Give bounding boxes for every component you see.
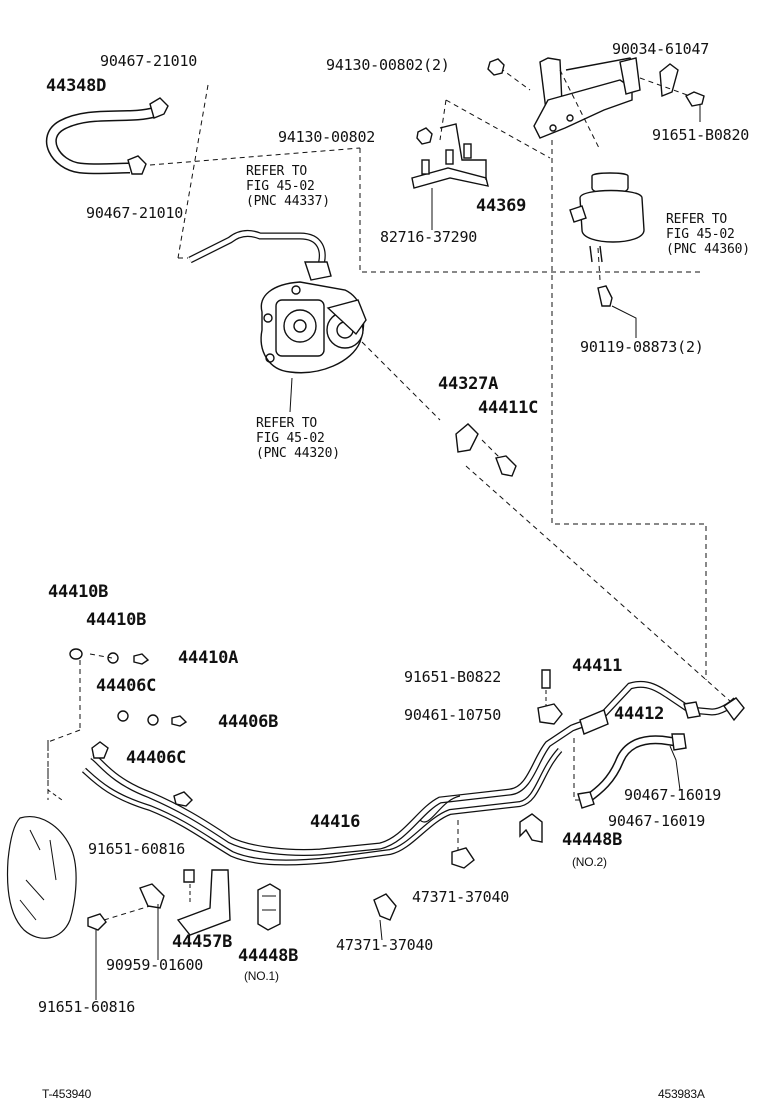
washer-44410b-a	[69, 648, 83, 660]
label-47371-37040-b: 47371-37040	[336, 936, 434, 954]
label-90467-16019-a: 90467-16019	[624, 786, 722, 804]
label-91651-b0820: 91651-B0820	[652, 126, 750, 144]
clamp-90467-16019-b	[577, 791, 595, 809]
washer-44406c-b	[147, 714, 159, 726]
label-no2: (NO.2)	[572, 855, 607, 869]
label-44327a: 44327A	[438, 374, 499, 394]
clamp-90461-10750	[537, 703, 563, 725]
clamp-47371-37040-b	[373, 893, 397, 921]
label-44412: 44412	[614, 704, 665, 724]
clamp-90467-21010-bottom	[127, 155, 147, 175]
label-44369: 44369	[476, 196, 527, 216]
pipe-44416	[81, 680, 739, 866]
label-90119-08873-2: 90119-08873(2)	[580, 338, 704, 356]
clamp-90467-21010-top	[149, 97, 169, 119]
label-44416: 44416	[310, 812, 361, 832]
label-44448b-no2: 44448B	[562, 830, 623, 850]
label-44348d: 44348D	[46, 76, 107, 96]
refer-note-44320: REFER TO FIG 45-02 (PNC 44320)	[256, 416, 340, 461]
label-91651-60816-b: 91651-60816	[38, 998, 136, 1016]
label-94130-00802: 94130-00802	[278, 128, 376, 146]
nut-94130-00802-2	[487, 58, 505, 76]
label-91651-60816-a: 91651-60816	[88, 840, 186, 858]
label-47371-37040-a: 47371-37040	[412, 888, 510, 906]
bracket-82716-37290	[411, 123, 489, 189]
bolt-44410a	[133, 653, 150, 665]
clamp-44327a	[455, 423, 479, 453]
label-44448b-no1: 44448B	[238, 946, 299, 966]
refer-note-44337: REFER TO FIG 45-02 (PNC 44337)	[246, 164, 330, 209]
label-90959-01600: 90959-01600	[106, 956, 204, 974]
label-no1: (NO.1)	[244, 969, 279, 983]
bolt-91651-60816-b	[87, 913, 107, 931]
bolt-91651-b0820	[685, 91, 705, 107]
bolt-91651-b0822	[541, 669, 551, 689]
washer-44410b-b	[107, 652, 119, 664]
label-44410b-a: 44410B	[48, 582, 109, 602]
reservoir-44360	[569, 172, 645, 263]
label-90034-61047: 90034-61047	[612, 40, 710, 58]
label-44406b: 44406B	[218, 712, 279, 732]
label-90461-10750: 90461-10750	[404, 706, 502, 724]
bracket-44457b	[176, 869, 231, 936]
footer-right-code: 453983A	[658, 1087, 705, 1101]
washer-90034-61047	[659, 63, 679, 98]
label-44411: 44411	[572, 656, 623, 676]
clamp-90959-01600	[139, 883, 165, 909]
engine-outline	[6, 816, 77, 939]
footer-left-code: T-453940	[42, 1087, 92, 1101]
clamp-90467-16019-a	[671, 733, 687, 751]
bracket-44369	[533, 57, 641, 139]
clamp-44448b-no1	[257, 883, 281, 931]
label-82716-37290: 82716-37290	[380, 228, 478, 246]
label-44411c: 44411C	[478, 398, 539, 418]
label-90467-21010-bottom: 90467-21010	[86, 204, 184, 222]
label-94130-00802-2: 94130-00802(2)	[326, 56, 450, 74]
refer-note-44360: REFER TO FIG 45-02 (PNC 44360)	[666, 212, 750, 257]
clamp-47371-37040-a	[451, 847, 475, 869]
label-44410b-b: 44410B	[86, 610, 147, 630]
bolt-44406b	[171, 715, 188, 727]
label-44457b: 44457B	[172, 932, 233, 952]
label-91651-b0822: 91651-B0822	[404, 668, 502, 686]
washer-44406c-a	[117, 710, 129, 722]
label-44406c-a: 44406C	[96, 676, 157, 696]
bolt-44411c	[495, 455, 517, 477]
label-44406c-b: 44406C	[126, 748, 187, 768]
clamp-44448b-no2	[519, 813, 543, 843]
label-90467-21010-top: 90467-21010	[100, 52, 198, 70]
label-90467-16019-b: 90467-16019	[608, 812, 706, 830]
power-steering-pump	[260, 281, 367, 374]
bolt-90119-08873	[597, 285, 613, 307]
bolt-91651-60816-a	[183, 869, 195, 883]
label-44410a: 44410A	[178, 648, 239, 668]
nut-94130-00802	[416, 127, 433, 145]
